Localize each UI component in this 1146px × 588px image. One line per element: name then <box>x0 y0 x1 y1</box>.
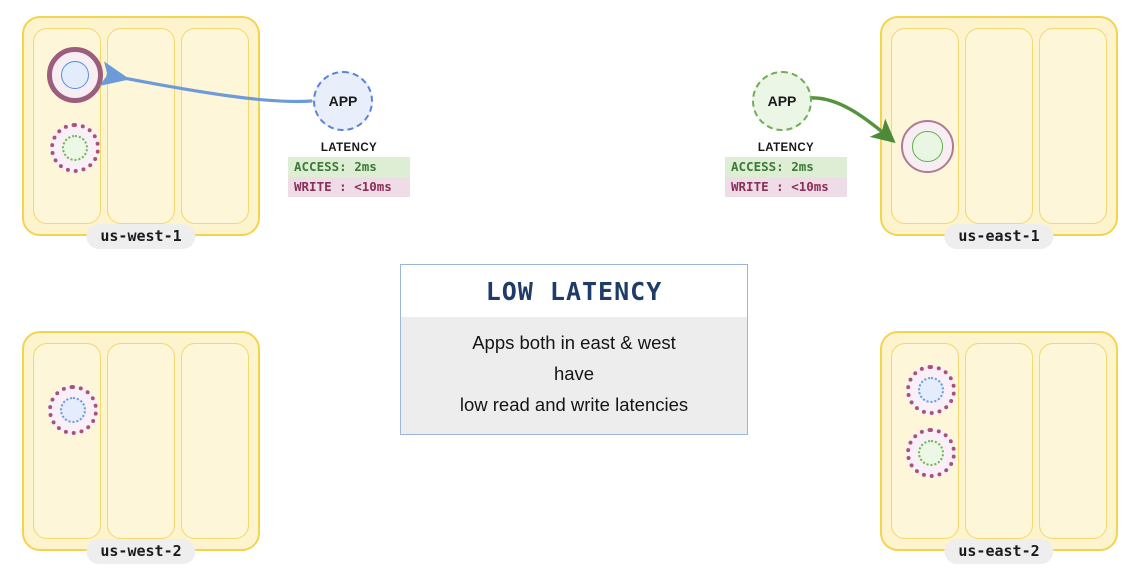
replica-node-blue-dotted[interactable] <box>48 385 98 435</box>
app-node-west[interactable]: APP <box>313 71 373 131</box>
availability-zone <box>965 28 1033 224</box>
callout-line-2: have <box>553 363 595 384</box>
node-core-blue <box>917 376 945 404</box>
availability-zone <box>1039 28 1107 224</box>
app-label: APP <box>767 93 797 109</box>
region-us-west-2[interactable]: us-west-2 <box>22 331 260 564</box>
node-core-blue <box>60 60 90 90</box>
replica-node-blue-dotted[interactable] <box>906 365 956 415</box>
replica-node-leader-blue[interactable] <box>47 47 103 103</box>
region-box <box>22 16 260 236</box>
latency-title: LATENCY <box>320 142 378 154</box>
replica-node-leader-green[interactable] <box>901 120 954 173</box>
latency-write-row: WRITE : <10ms <box>288 177 410 197</box>
latency-access-row: ACCESS: 2ms <box>288 157 410 177</box>
region-label-us-west-2: us-west-2 <box>86 539 196 564</box>
node-core-green <box>912 131 943 162</box>
callout-title: LOW LATENCY <box>401 265 747 317</box>
availability-zone <box>107 28 175 224</box>
region-label-us-east-1: us-east-1 <box>944 224 1054 249</box>
latency-access-row: ACCESS: 2ms <box>725 157 847 177</box>
availability-zone <box>965 343 1033 539</box>
availability-zone <box>33 343 101 539</box>
region-box <box>880 16 1118 236</box>
region-label-us-east-2: us-east-2 <box>944 539 1054 564</box>
callout-line-1: Apps both in east & west <box>472 332 676 353</box>
callout-low-latency: LOW LATENCY Apps both in east & west hav… <box>400 264 748 435</box>
availability-zone <box>181 343 249 539</box>
latency-panel-east: LATENCY ACCESS: 2ms WRITE : <10ms <box>725 142 847 197</box>
callout-body: Apps both in east & west have low read a… <box>401 317 747 434</box>
region-us-east-2[interactable]: us-east-2 <box>880 331 1118 564</box>
availability-zone <box>107 343 175 539</box>
region-box <box>22 331 260 551</box>
node-core-blue <box>59 396 87 424</box>
replica-node-green-dotted[interactable] <box>50 123 100 173</box>
latency-panel-west: LATENCY ACCESS: 2ms WRITE : <10ms <box>288 142 410 197</box>
region-label-us-west-1: us-west-1 <box>86 224 196 249</box>
latency-write-row: WRITE : <10ms <box>725 177 847 197</box>
latency-title: LATENCY <box>757 142 815 154</box>
region-us-east-1[interactable]: us-east-1 <box>880 16 1118 249</box>
availability-zone <box>181 28 249 224</box>
node-core-green <box>61 134 89 162</box>
availability-zone <box>1039 343 1107 539</box>
app-label: APP <box>328 93 358 109</box>
callout-line-3: low read and write latencies <box>459 394 689 415</box>
replica-node-green-dotted[interactable] <box>906 428 956 478</box>
app-node-east[interactable]: APP <box>752 71 812 131</box>
region-us-west-1[interactable]: us-west-1 <box>22 16 260 249</box>
node-core-green <box>917 439 945 467</box>
